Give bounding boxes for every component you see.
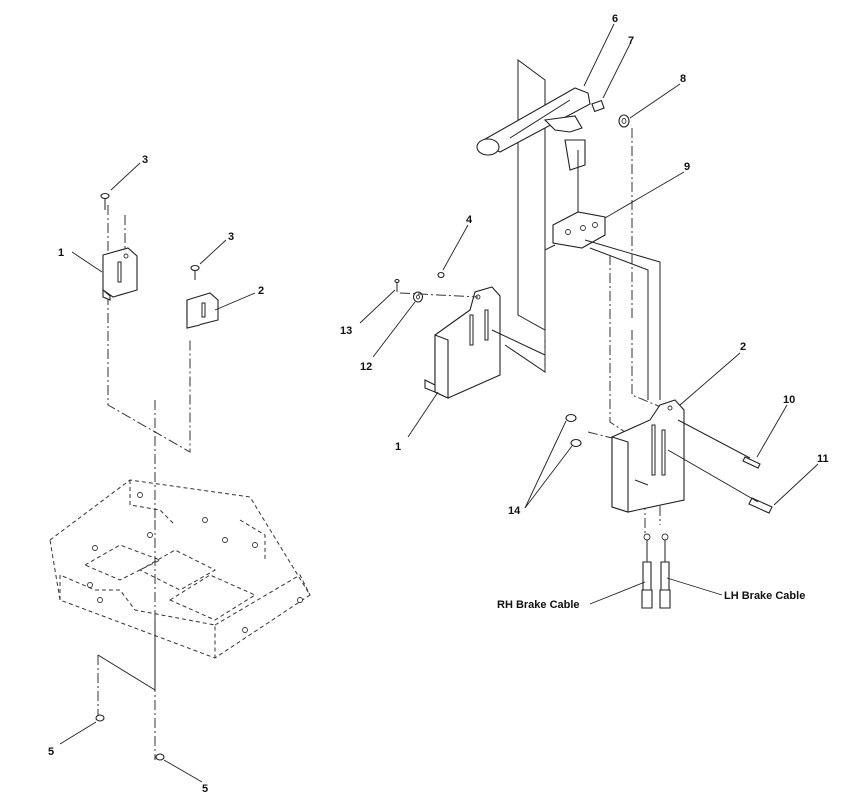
left-bracket-1: [102, 247, 138, 301]
callout-left-nut-5a: 5: [48, 746, 54, 758]
callout-lever-6: 6: [612, 13, 618, 25]
left-screw-3a: [100, 192, 110, 210]
callout-nut-4: 4: [466, 214, 473, 226]
clevis-9: [552, 211, 606, 249]
bushings-14: [565, 413, 582, 448]
right-assembly: [359, 23, 819, 609]
callout-washer-8: 8: [680, 73, 686, 85]
left-nut-5a: [95, 714, 105, 722]
rh-brake-cable: [641, 533, 653, 609]
callout-left-bracket-2: 2: [258, 285, 264, 297]
callout-pin-11: 11: [817, 453, 829, 465]
right-bracket-2: [611, 399, 685, 513]
callout-pin-10: 10: [783, 394, 795, 406]
callout-left-screw-3a: 3: [142, 154, 148, 166]
nut-4: [437, 271, 445, 279]
callout-spacer-7: 7: [628, 35, 634, 47]
callout-left-nut-5b: 5: [202, 783, 208, 795]
callout-labels: 1 2 3 3 5 5 6 7 8 9 4 13 12 1 2 10 11 14…: [48, 13, 829, 795]
callout-right-bracket-1: 1: [395, 441, 401, 453]
lh-brake-cable: [659, 533, 671, 609]
left-nut-5b: [155, 753, 165, 761]
lh-brake-cable-label: LH Brake Cable: [724, 590, 805, 602]
brake-lever-6: [476, 87, 591, 215]
callout-right-bracket-2: 2: [740, 341, 746, 353]
spacer-7: [591, 99, 605, 113]
pin-10: [742, 456, 761, 469]
callout-bushings-14: 14: [508, 505, 521, 517]
chassis-frame: [49, 479, 311, 659]
callout-bolt-13: 13: [340, 325, 352, 337]
right-bracket-1: [424, 286, 546, 399]
callout-left-screw-3b: 3: [228, 231, 234, 243]
callout-left-bracket-1: 1: [58, 247, 64, 259]
callout-washer-12: 12: [360, 361, 372, 373]
left-screw-3b: [190, 264, 200, 280]
left-assembly: [49, 162, 311, 783]
left-bracket-2: [186, 292, 219, 329]
rh-brake-cable-label: RH Brake Cable: [497, 599, 580, 611]
callout-clevis-9: 9: [684, 161, 690, 173]
washer-8: [618, 114, 630, 128]
bolt-13: [394, 278, 400, 292]
pin-11: [748, 497, 773, 514]
